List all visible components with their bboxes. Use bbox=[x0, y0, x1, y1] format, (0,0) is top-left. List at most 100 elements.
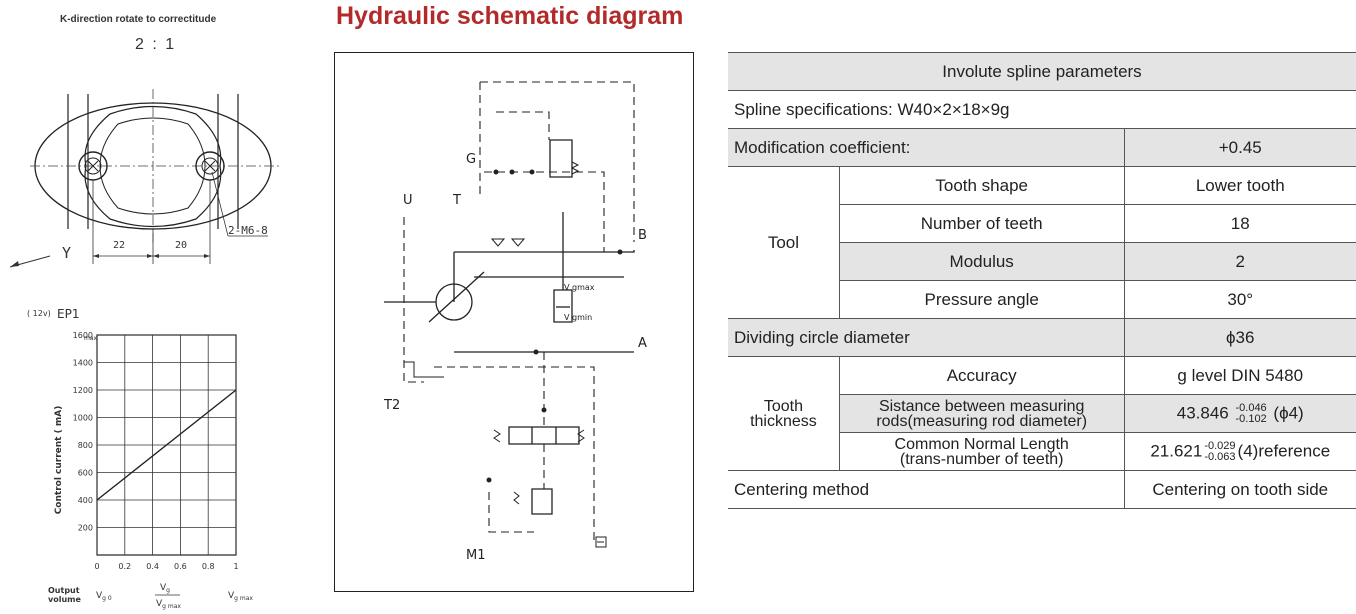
port-t: T bbox=[453, 193, 461, 208]
gauge-port bbox=[595, 536, 607, 548]
t2-tank bbox=[404, 361, 444, 378]
rod-value-cell: 43.846 -0.046 -0.102 (ϕ4) bbox=[1123, 394, 1356, 433]
port-a: A bbox=[638, 336, 647, 351]
line-B bbox=[454, 250, 635, 253]
vgmax-label: V gmax bbox=[564, 283, 595, 292]
div-value: ϕ36 bbox=[1123, 318, 1356, 357]
cnl-label-2: (trans-number of teeth) bbox=[899, 450, 1064, 468]
control-valve-dividers bbox=[531, 427, 557, 444]
y-tick-label: 1400 bbox=[73, 359, 93, 368]
y-tick-label: 1600 bbox=[73, 331, 93, 340]
rod-label: Sistance between measuring rods(measurin… bbox=[838, 394, 1124, 433]
tool-value: 30° bbox=[1123, 280, 1356, 319]
hole-leader bbox=[211, 171, 229, 237]
tool-value: Lower tooth bbox=[1123, 166, 1356, 205]
x-sub-label-vgmax-den: Vg max bbox=[156, 599, 181, 610]
bolt-hole-left-cross bbox=[87, 160, 99, 172]
accuracy-label: Accuracy bbox=[838, 356, 1124, 395]
view-label: Y bbox=[62, 244, 72, 262]
left-drawing-panel: K-direction rotate to correctitude 2 : 1… bbox=[0, 0, 300, 614]
control-valve bbox=[508, 426, 580, 445]
cylinder-body bbox=[553, 289, 573, 323]
valve-spring bbox=[570, 161, 580, 175]
rod-diameter: (ϕ4) bbox=[1273, 402, 1304, 422]
cnl-lower: -0.063 bbox=[1204, 450, 1236, 463]
port-t2: T2 bbox=[384, 398, 401, 413]
rod-lower: -0.102 bbox=[1235, 412, 1267, 425]
control-spring-left bbox=[493, 429, 501, 443]
k-direction-title: K-direction rotate to correctitude bbox=[60, 14, 217, 25]
thickness-label: Tooth thickness bbox=[728, 356, 840, 471]
rod-label-1: Sistance between measuring bbox=[878, 397, 1085, 415]
scale-label: 2 : 1 bbox=[135, 36, 176, 54]
drain-line bbox=[434, 366, 604, 543]
table-header: Involute spline parameters bbox=[728, 52, 1356, 91]
vgmin-label: V gmin bbox=[564, 313, 592, 322]
y-tick-label: 1200 bbox=[73, 386, 93, 395]
cnl-value: 21.621 bbox=[1150, 440, 1203, 460]
x-axis-label-2: volume bbox=[48, 595, 81, 604]
spec-row: Spline specifications: W40×2×18×9g bbox=[728, 90, 1356, 129]
tool-param: Number of teeth bbox=[838, 204, 1124, 243]
y-tick-label: 600 bbox=[78, 469, 93, 478]
x-sub-label-vg0: Vg 0 bbox=[96, 591, 112, 602]
feedback-line bbox=[488, 492, 534, 533]
bolt-hole-right-cross bbox=[204, 160, 216, 172]
port-b: B bbox=[638, 228, 647, 243]
x-tick-label: 0.4 bbox=[146, 562, 159, 571]
y-tick-label: 800 bbox=[78, 441, 93, 450]
scale-value: 2 : 1 bbox=[135, 36, 177, 53]
div-label: Dividing circle diameter bbox=[728, 318, 1124, 357]
center-row: Centering method Centering on tooth side bbox=[728, 470, 1356, 509]
thickness-label-1: Tooth bbox=[763, 397, 803, 415]
chart-title: EP1 bbox=[57, 307, 79, 321]
tool-param: Modulus bbox=[838, 242, 1124, 281]
mod-label: Modification coefficient: bbox=[728, 128, 1124, 167]
x-tick-label: 0.6 bbox=[174, 562, 187, 571]
rod-tolerance: -0.046 -0.102 bbox=[1235, 402, 1267, 425]
schematic-frame bbox=[334, 52, 694, 592]
port-m1: M1 bbox=[466, 548, 486, 563]
view-arrowhead bbox=[10, 261, 19, 267]
mod-value: +0.45 bbox=[1123, 128, 1356, 167]
pilot-line-upper bbox=[496, 111, 550, 140]
chart-voltage-label: ( 12v) bbox=[27, 309, 51, 318]
center-label: Centering method bbox=[728, 470, 1124, 509]
y-axis-label: Control current ( mA) bbox=[54, 406, 64, 515]
cnl-tolerance: -0.029 -0.063 bbox=[1204, 439, 1236, 463]
port-u: U bbox=[403, 193, 413, 208]
ep1-chart: ( 12v) EP1 2004006008001000120014001600 … bbox=[27, 307, 253, 610]
cnl-upper: -0.029 bbox=[1204, 439, 1236, 452]
center-value: Centering on tooth side bbox=[1123, 470, 1356, 509]
accuracy-row: Tooth thickness Accuracy g level DIN 548… bbox=[728, 356, 1356, 471]
x-tick-label: 1 bbox=[233, 562, 238, 571]
spline-parameters-table: Involute spline parameters Spline specif… bbox=[728, 52, 1356, 509]
thickness-label-2: thickness bbox=[750, 412, 817, 430]
tool-value: 2 bbox=[1123, 242, 1356, 281]
cnl-label-1: Common Normal Length bbox=[894, 435, 1069, 453]
schematic-title: Hydraulic schematic diagram bbox=[336, 2, 684, 30]
relief-spring bbox=[513, 491, 520, 505]
dim-arrows bbox=[93, 254, 210, 258]
tool-param: Tooth shape bbox=[838, 166, 1124, 205]
dim-22: 22 bbox=[113, 240, 126, 251]
pilot-line-u bbox=[403, 217, 424, 383]
x-tick-label: 0.8 bbox=[202, 562, 215, 571]
servo-valve bbox=[549, 139, 573, 178]
rod-label-2: rods(measuring rod diameter) bbox=[876, 412, 1088, 430]
bolt-hole-left-inner bbox=[84, 157, 102, 175]
table-row: Tool Tooth shape Lower tooth bbox=[728, 166, 1356, 319]
pressure-relief-valve bbox=[531, 488, 553, 515]
x-axis-label-1: Output bbox=[48, 586, 80, 595]
accuracy-value: g level DIN 5480 bbox=[1123, 356, 1356, 395]
mod-row: Modification coefficient: +0.45 bbox=[728, 128, 1356, 167]
cnl-row: Common Normal Length (trans-number of te… bbox=[728, 432, 1356, 471]
chart-grid bbox=[96, 334, 237, 556]
check-valves bbox=[490, 238, 526, 247]
hole-callout: 2-M6-8 bbox=[228, 224, 268, 237]
y-max-label: max bbox=[84, 335, 98, 342]
bolt-hole-right-inner bbox=[201, 157, 219, 175]
tool-value: 18 bbox=[1123, 204, 1356, 243]
pilot-line-top bbox=[480, 81, 635, 242]
